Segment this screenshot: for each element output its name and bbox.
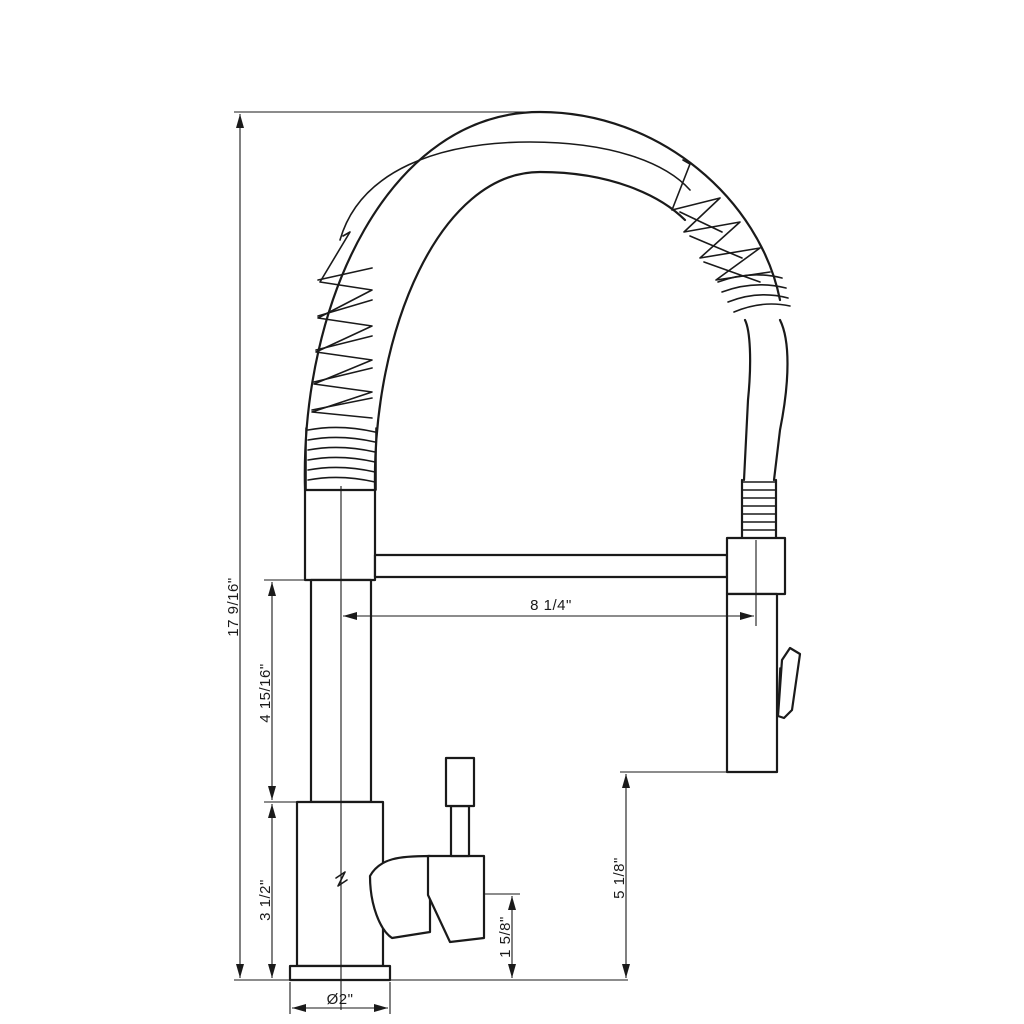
spout-arc (303, 110, 782, 492)
handle-height-label: 1 5/8" (497, 916, 514, 958)
faucet-body (288, 488, 729, 982)
centerlines (340, 486, 757, 1010)
column-height-label: 4 15/16" (257, 663, 274, 722)
dim-overall-height: 17 9/16" (225, 111, 628, 981)
dim-base-height: 3 1/2" (257, 804, 276, 978)
dim-spout-reach: 8 1/4" (343, 597, 754, 620)
base-height-label: 3 1/2" (257, 879, 274, 921)
base-diameter-label: Ø2" (327, 991, 354, 1008)
left-spring-coil (305, 231, 377, 491)
faucet-handle (335, 756, 486, 944)
spout-reach-label: 8 1/4" (530, 597, 572, 614)
dim-handle-height: 1 5/8" (484, 893, 520, 978)
dim-column-height: 4 15/16" (257, 579, 311, 803)
right-spring-coil (671, 159, 791, 313)
dim-base-diameter: Ø2" (289, 982, 391, 1014)
spray-clearance-label: 5 1/8" (611, 857, 628, 899)
pull-down-hose (740, 318, 789, 540)
overall-height-label: 17 9/16" (225, 577, 242, 636)
spray-head (725, 536, 802, 774)
dim-spray-clearance: 5 1/8" (611, 771, 727, 978)
